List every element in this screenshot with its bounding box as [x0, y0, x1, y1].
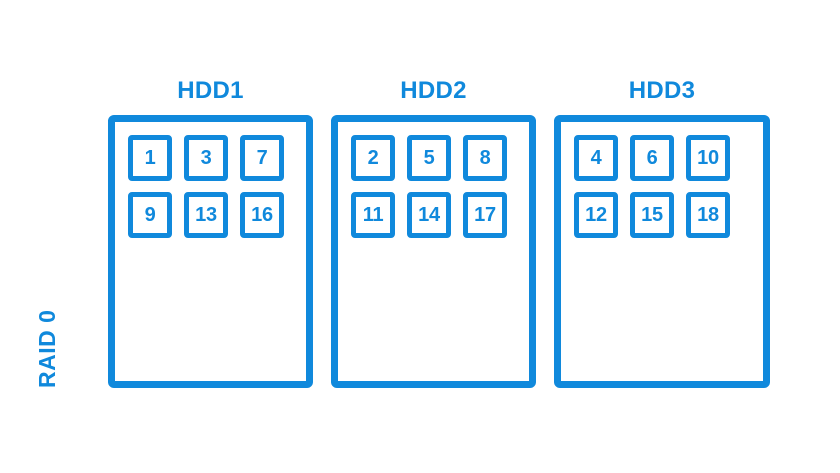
disk-hdd2-body: 2 5 8 11 14 17: [331, 115, 536, 388]
disk-hdd1-body: 1 3 7 9 13 16: [108, 115, 313, 388]
data-block: 4: [574, 135, 618, 181]
disk-hdd3: HDD3 4 6 10 12 15 18: [554, 78, 770, 388]
disk-hdd1-block-grid: 1 3 7 9 13 16: [128, 135, 306, 238]
disk-hdd3-body: 4 6 10 12 15 18: [554, 115, 770, 388]
raid-level-label: RAID 0: [34, 309, 60, 388]
data-block: 8: [463, 135, 507, 181]
disk-hdd3-block-grid: 4 6 10 12 15 18: [574, 135, 763, 238]
disk-hdd3-title: HDD3: [628, 77, 696, 104]
data-block: 7: [240, 135, 284, 181]
data-block: 2: [351, 135, 395, 181]
data-block: 5: [407, 135, 451, 181]
data-block: 12: [574, 192, 618, 238]
disk-hdd1: HDD1 1 3 7 9 13 16: [108, 78, 313, 388]
data-block: 6: [630, 135, 674, 181]
disk-list: HDD1 1 3 7 9 13 16 HDD2 2 5 8: [108, 78, 770, 388]
data-block: 16: [240, 192, 284, 238]
data-block: 18: [686, 192, 730, 238]
data-block: 3: [184, 135, 228, 181]
data-block: 10: [686, 135, 730, 181]
data-block: 1: [128, 135, 172, 181]
data-block: 15: [630, 192, 674, 238]
data-block: 13: [184, 192, 228, 238]
disk-hdd2-title: HDD2: [400, 77, 467, 104]
data-block: 17: [463, 192, 507, 238]
data-block: 9: [128, 192, 172, 238]
data-block: 11: [351, 192, 395, 238]
disk-hdd2: HDD2 2 5 8 11 14 17: [331, 78, 536, 388]
disk-hdd1-title: HDD1: [177, 77, 244, 104]
data-block: 14: [407, 192, 451, 238]
disk-hdd2-block-grid: 2 5 8 11 14 17: [351, 135, 529, 238]
